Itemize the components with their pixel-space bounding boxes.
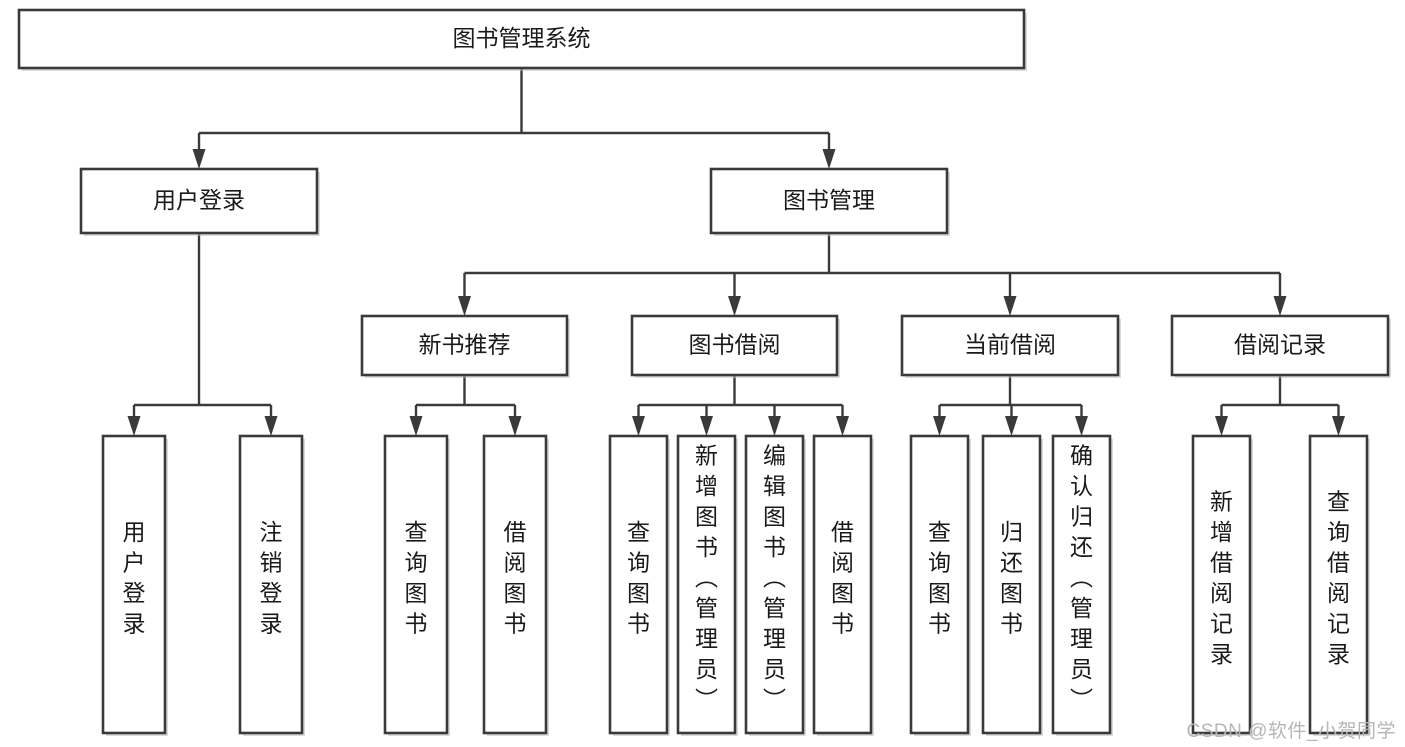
arrow-head-icon — [1332, 416, 1345, 436]
arrow-head-icon — [409, 416, 423, 436]
node-leaf-borrow-book-1[interactable]: 借阅图书 — [482, 434, 549, 736]
node-label: 用户登录 — [153, 187, 245, 213]
arrow-head-icon — [933, 416, 946, 436]
node-leaf-user-logout[interactable]: 注销登录 — [238, 434, 305, 736]
node-label-vertical: 查询图书 — [405, 519, 428, 637]
arrow-head-icon — [700, 416, 713, 436]
node-book-management[interactable]: 图书管理 — [709, 167, 950, 236]
arrow-head-icon — [1075, 416, 1088, 436]
arrow-head-icon — [822, 149, 836, 169]
node-label-vertical: 确认归还︵管理员︶ — [1070, 443, 1093, 713]
node-label: 图书借阅 — [689, 332, 781, 358]
node-label-vertical: 查询图书 — [627, 519, 650, 637]
node-leaf-query-book-1[interactable]: 查询图书 — [383, 434, 450, 736]
arrow-head-icon — [768, 416, 781, 436]
arrow-head-icon — [1273, 296, 1287, 316]
node-borrow-record[interactable]: 借阅记录 — [1170, 314, 1391, 378]
node-label: 当前借阅 — [964, 332, 1056, 358]
node-label-vertical: 新增借阅记录 — [1210, 488, 1233, 667]
node-label-vertical: 查询图书 — [928, 519, 951, 637]
arrow-head-icon — [1215, 416, 1228, 436]
node-leaf-edit-book[interactable]: 编辑图书︵管理员︶ — [744, 434, 806, 736]
node-label-vertical: 用户登录 — [123, 519, 146, 637]
node-leaf-add-book[interactable]: 新增图书︵管理员︶ — [676, 434, 738, 736]
node-label-vertical: 借阅图书 — [504, 519, 527, 637]
node-leaf-add-record[interactable]: 新增借阅记录 — [1191, 434, 1253, 736]
node-label-vertical: 归还图书 — [1000, 519, 1023, 637]
arrow-head-icon — [127, 416, 141, 436]
node-leaf-query-book-2[interactable]: 查询图书 — [608, 434, 670, 736]
node-leaf-return-book[interactable]: 归还图书 — [981, 434, 1043, 736]
node-label: 借阅记录 — [1234, 332, 1326, 358]
node-label: 新书推荐 — [419, 332, 511, 358]
node-leaf-confirm-return[interactable]: 确认归还︵管理员︶ — [1051, 434, 1113, 736]
node-book-borrow[interactable]: 图书借阅 — [630, 314, 840, 378]
arrow-head-icon — [1005, 416, 1018, 436]
node-user-login[interactable]: 用户登录 — [79, 167, 320, 236]
node-label-vertical: 注销登录 — [260, 519, 283, 637]
arrow-head-icon — [458, 296, 471, 316]
arrow-head-icon — [632, 416, 645, 436]
node-leaf-borrow-book-2[interactable]: 借阅图书 — [812, 434, 874, 736]
arrow-head-icon — [508, 416, 522, 436]
node-label: 图书管理系统 — [453, 25, 591, 51]
node-label: 图书管理 — [783, 187, 875, 213]
connector-edges — [127, 68, 1345, 436]
node-label-vertical: 借阅图书 — [831, 519, 854, 637]
node-leaf-query-record[interactable]: 查询借阅记录 — [1308, 434, 1370, 736]
node-new-book-recommend[interactable]: 新书推荐 — [360, 314, 570, 378]
node-label-vertical: 编辑图书︵管理员︶ — [763, 443, 786, 713]
node-label-vertical: 查询借阅记录 — [1327, 488, 1350, 667]
arrow-head-icon — [728, 296, 741, 316]
node-label-vertical: 新增图书︵管理员︶ — [695, 443, 718, 713]
node-root[interactable]: 图书管理系统 — [17, 8, 1027, 71]
node-current-borrow[interactable]: 当前借阅 — [900, 314, 1121, 378]
node-leaf-query-book-3[interactable]: 查询图书 — [909, 434, 971, 736]
node-leaf-user-login[interactable]: 用户登录 — [101, 434, 168, 736]
arrow-head-icon — [836, 416, 849, 436]
arrow-head-icon — [192, 149, 206, 169]
csdn-watermark: CSDN @软件_小贺同学 — [1186, 721, 1396, 742]
arrow-head-icon — [1003, 296, 1017, 316]
node-boxes: 图书管理系统用户登录图书管理新书推荐图书借阅当前借阅借阅记录用户登录注销登录查询… — [17, 8, 1391, 736]
arrow-head-icon — [264, 416, 278, 436]
